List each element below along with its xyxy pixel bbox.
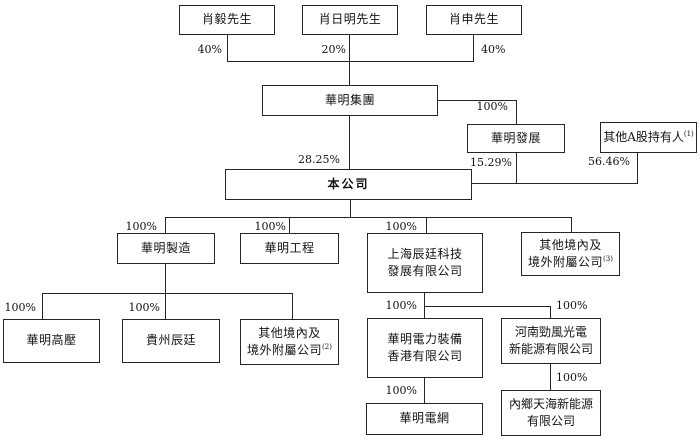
- connector-line: [227, 61, 474, 62]
- connector-line: [571, 217, 572, 233]
- connector-line: [424, 306, 551, 307]
- connector-line: [289, 217, 290, 233]
- node-huaming-engineering: 華明工程: [240, 233, 339, 264]
- connector-line: [437, 100, 517, 101]
- footnote-marker: (2): [322, 343, 332, 351]
- ownership-label: 40%: [197, 43, 222, 56]
- connector-line: [550, 363, 551, 391]
- node-huaming-high-voltage: 華明高壓: [3, 319, 100, 363]
- ownership-label: 100%: [476, 100, 508, 113]
- connector-line: [42, 293, 293, 294]
- connector-line: [516, 100, 517, 125]
- ownership-label: 100%: [254, 220, 286, 233]
- ownership-label: 100%: [4, 301, 36, 314]
- node-other-subsidiaries-3: 其他境內及 境外附屬公司(3): [521, 232, 620, 276]
- ownership-label: 100%: [556, 371, 588, 384]
- connector-line: [292, 293, 293, 320]
- node-label: 香港有限公司: [387, 349, 463, 363]
- footnote-marker: (1): [683, 129, 694, 138]
- ownership-label: 100%: [556, 299, 588, 312]
- node-guizhou-chenting: 貴州辰廷: [122, 319, 220, 363]
- node-other-subsidiaries-2: 其他境內及 境外附屬公司(2): [240, 319, 339, 365]
- node-label: 華明高壓: [26, 333, 77, 348]
- ownership-label: 28.25%: [298, 153, 340, 166]
- node-neixiang-tianhai: 內鄉天海新能源 有限公司: [501, 390, 601, 436]
- connector-line: [473, 34, 474, 62]
- connector-line: [424, 377, 425, 404]
- connector-line: [349, 115, 350, 170]
- node-other-a-shareholders: 其他A股持有人(1): [600, 122, 697, 153]
- connector-line: [426, 217, 427, 233]
- ownership-label: 15.29%: [470, 156, 512, 169]
- node-label: 貴州辰廷: [145, 333, 196, 348]
- node-label: 河南勁風光電: [514, 324, 587, 339]
- connector-line: [227, 34, 228, 62]
- node-label: 肖申先生: [448, 12, 499, 27]
- connector-line: [42, 293, 43, 320]
- ownership-label: 100%: [385, 299, 417, 312]
- node-shanghai-chenting: 上海辰廷科技 發展有限公司: [367, 233, 483, 293]
- node-huaming-development: 華明發展: [467, 124, 565, 153]
- node-label: 發展有限公司: [387, 264, 463, 278]
- node-xiao-shen: 肖申先生: [426, 5, 522, 35]
- node-label: 華明製造: [140, 240, 191, 255]
- node-label: 境外附屬公司(2): [247, 343, 332, 357]
- node-huaming-power-hk: 華明電力裝備 香港有限公司: [367, 318, 483, 378]
- connector-line: [350, 199, 351, 218]
- connector-line: [165, 217, 572, 218]
- ownership-label: 100%: [385, 220, 417, 233]
- ownership-label: 20%: [321, 43, 346, 56]
- node-xiao-riming: 肖日明先生: [302, 5, 398, 35]
- connector-line: [349, 34, 350, 86]
- node-huaming-manufacturing: 華明製造: [117, 233, 215, 264]
- node-label: 華明集團: [324, 92, 375, 107]
- node-label: 本公司: [327, 176, 370, 191]
- node-label: 肖毅先生: [201, 12, 252, 27]
- ownership-label: 100%: [128, 301, 160, 314]
- node-label: 境外附屬公司(3): [528, 255, 613, 269]
- node-label: 華明電網: [399, 411, 450, 426]
- ownership-label: 100%: [125, 220, 157, 233]
- node-label: 華明發展: [490, 130, 541, 145]
- connector-line: [424, 306, 425, 319]
- connector-line: [165, 263, 166, 294]
- ownership-label: 40%: [481, 43, 506, 56]
- connector-line: [424, 292, 425, 306]
- connector-line: [516, 152, 517, 184]
- node-henan-jinfeng: 河南勁風光電 新能源有限公司: [501, 318, 601, 364]
- node-label: 內鄉天海新能源: [508, 396, 593, 411]
- ownership-label: 56.46%: [588, 155, 630, 168]
- node-label: 其他A股持有人(1): [603, 129, 694, 144]
- connector-line: [637, 152, 638, 184]
- connector-line: [165, 217, 166, 233]
- connector-line: [165, 293, 166, 320]
- footnote-marker: (3): [603, 255, 613, 263]
- node-label: 華明工程: [264, 240, 315, 255]
- node-label: 有限公司: [526, 414, 575, 428]
- connector-line: [550, 306, 551, 319]
- node-label: 其他境內及: [258, 325, 321, 340]
- ownership-label: 100%: [385, 384, 417, 397]
- node-label: 肖日明先生: [318, 12, 382, 27]
- node-label: 華明電力裝備: [387, 331, 463, 346]
- node-label: 其他境內及: [539, 237, 602, 252]
- node-company: 本公司: [225, 169, 472, 200]
- node-label: 新能源有限公司: [508, 342, 593, 356]
- node-xiao-yi: 肖毅先生: [179, 5, 275, 35]
- node-huaming-grid: 華明電網: [366, 403, 483, 435]
- node-huaming-group: 華明集團: [262, 85, 438, 116]
- connector-line: [472, 183, 638, 184]
- node-label: 上海辰廷科技: [387, 246, 463, 261]
